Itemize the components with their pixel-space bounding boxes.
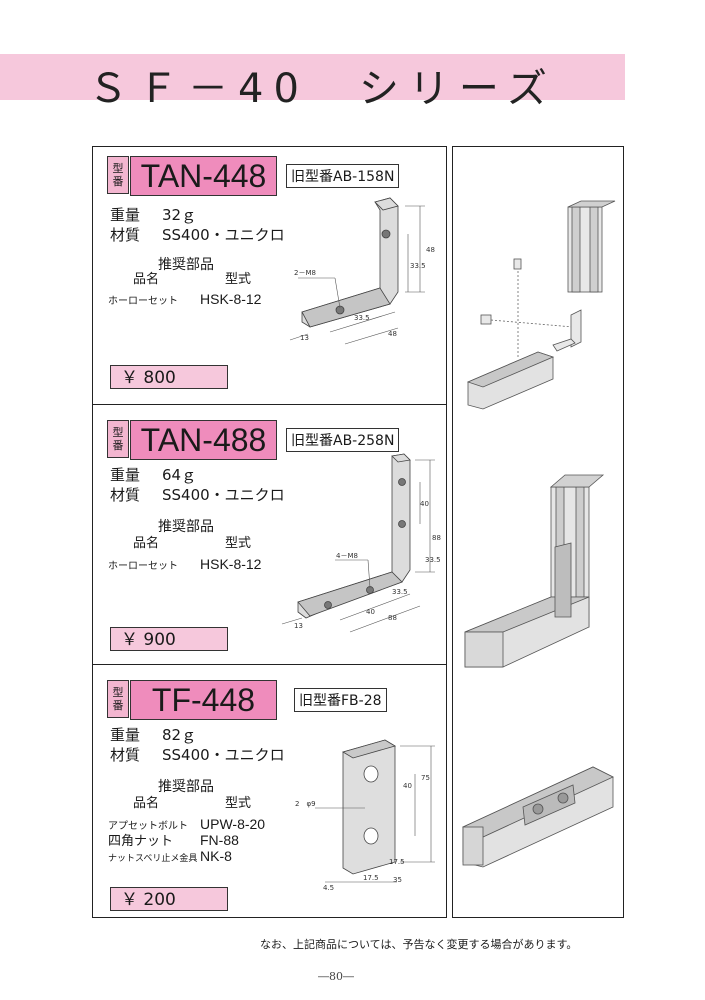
old-model-number: 旧型番AB-258N [286, 428, 400, 452]
section-divider [92, 404, 446, 405]
bracket-drawing-1: 2－M8 48 33.5 33.5 48 13 [289, 197, 435, 345]
assembly-illustration-panel [452, 146, 624, 918]
dim-width-label: 40 [366, 608, 375, 616]
price-box: ￥ 900 [110, 627, 228, 651]
page-title: ＳＦ－40 シリーズ [88, 66, 557, 112]
price-box: ￥ 800 [110, 365, 228, 389]
old-model-number: 旧型番AB-158N [286, 164, 400, 188]
parts-header: 品名型式 [133, 536, 252, 551]
bracket-drawing-2: 4－M8 88 40 33.5 33.5 40 88 13 [281, 453, 441, 633]
price-box: ￥ 200 [110, 887, 228, 911]
dim-hole-label: 4－M8 [336, 552, 358, 560]
dim-height-label: 88 [432, 534, 441, 542]
dim-width-label: 33.5 [392, 588, 408, 596]
assembly-1-illustration [466, 200, 616, 410]
dim-hole-label: 2－M8 [294, 269, 316, 277]
dim-hole-label: 2 φ9 [295, 800, 316, 808]
dim-thickness-label: 13 [300, 334, 309, 342]
dim-width-label: 48 [388, 330, 397, 338]
recommended-parts-heading: 推奨部品 [158, 519, 214, 535]
model-tag: 型番 [107, 420, 129, 458]
dim-width-label: 33.5 [354, 314, 370, 322]
plate-drawing-3: 2 φ9 75 40 17.5 35 17.5 4.5 [295, 739, 435, 892]
model-tag: 型番 [107, 680, 129, 718]
section-divider [92, 664, 446, 665]
disclaimer-note: なお、上記商品については、予告なく変更する場合があります。 [260, 938, 578, 951]
model-number: TF-448 [130, 680, 277, 720]
dim-width-label: 17.5 [363, 874, 379, 882]
assembly-illustrations [462, 200, 616, 868]
dim-width-label: 35 [393, 876, 402, 884]
dim-width-label: 17.5 [389, 858, 405, 866]
page-number: ―80― [318, 970, 354, 983]
model-number: TAN-488 [130, 420, 277, 460]
dim-height-label: 75 [421, 774, 430, 782]
dim-height-label: 40 [403, 782, 412, 790]
model-tag: 型番 [107, 156, 129, 194]
assembly-3-illustration [462, 766, 614, 868]
dim-thickness-label: 4.5 [323, 884, 334, 892]
model-number: TAN-448 [130, 156, 277, 196]
recommended-parts-heading: 推奨部品 [158, 257, 214, 273]
product-panel [92, 146, 447, 918]
recommended-parts-heading: 推奨部品 [158, 779, 214, 795]
parts-header: 品名型式 [133, 272, 252, 287]
dim-height-label: 33.5 [410, 262, 426, 270]
header-banner [0, 54, 625, 100]
dim-height-label: 40 [420, 500, 429, 508]
dim-width-label: 88 [388, 614, 397, 622]
dim-thickness-label: 13 [294, 622, 303, 630]
old-model-number: 旧型番FB-28 [294, 688, 387, 712]
assembly-2-illustration [464, 474, 605, 668]
dim-height-label: 33.5 [425, 556, 441, 564]
dim-height-label: 48 [426, 246, 435, 254]
parts-header: 品名型式 [133, 796, 252, 811]
